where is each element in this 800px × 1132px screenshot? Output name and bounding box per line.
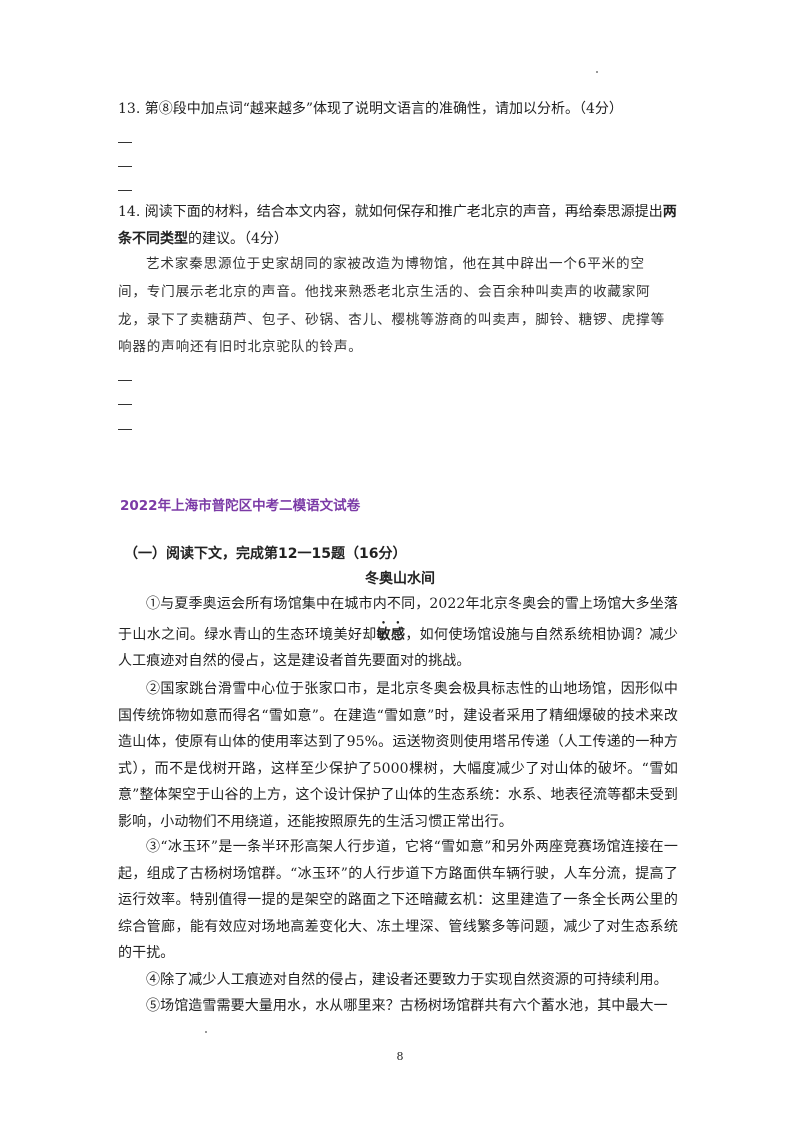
question-14-emphasis: 两: [662, 204, 677, 220]
reading-material: 艺术家秦思源位于史家胡同的家被改造为博物馆，他在其中辟出一个6平米的空间，专门展…: [118, 256, 665, 356]
section-heading: （一）阅读下文，完成第12一15题（16分）: [124, 546, 407, 562]
question-13: 13. 第⑧段中加点词“越来越多”体现了说明文语言的准确性，请加以分析。（4分）: [118, 101, 623, 117]
scan-speck: [596, 71, 598, 73]
answer-line: [118, 142, 132, 143]
question-14-text: 14. 阅读下面的材料，结合本文内容，就如何保存和推广老北京的声音，再给秦思源提…: [118, 204, 663, 220]
answer-line: [118, 166, 132, 167]
answer-line: [118, 380, 132, 381]
page-number: 8: [396, 1050, 404, 1063]
article-title: 冬奥山水间: [365, 571, 435, 587]
answer-line: [118, 404, 132, 405]
paragraph-3: ③“冰玉环”是一条半环形高架人行步道，它将“雪如意”和另外两座竞赛场馆连接在一起…: [118, 839, 678, 961]
exam-title: 2022年上海市普陀区中考二模语文试卷: [120, 498, 361, 514]
dotted-word: 敏感: [376, 626, 406, 643]
paragraph-5: ⑤场馆造雪需要大量用水，水从哪里来？古杨树场馆群共有六个蓄水池，其中最大一: [146, 998, 668, 1014]
question-14-line-2: 条不同类型的建议。（4分）: [118, 230, 288, 248]
scan-speck: [205, 1031, 207, 1033]
answer-line: [118, 429, 132, 430]
question-14-text: 的建议。（4分）: [188, 231, 288, 247]
paragraph-1: ①与夏季奥运会所有场馆集中在城市内不同，2022年北京冬奥会的雪上场馆大多坐落于…: [118, 591, 678, 675]
paragraph-text: ，如何使场馆设施与自然系统相协调？减少人工痕迹对自然的侵占，这是建设者首先要面对…: [118, 626, 678, 670]
paragraph-2: ②国家跳台滑雪中心位于张家口市，是北京冬奥会极具标志性的山地场馆，因形似中国传统…: [118, 681, 678, 830]
answer-line: [118, 190, 132, 191]
question-14-line-1: 14. 阅读下面的材料，结合本文内容，就如何保存和推广老北京的声音，再给秦思源提…: [118, 203, 677, 221]
paragraph-text: ①与夏季奥运会所有场馆集中在城市内不同，2022年北京冬奥会的雪上场馆大多坐落于…: [118, 596, 678, 643]
question-14-emphasis: 条不同类型: [118, 231, 188, 247]
paragraph-4: ④除了减少人工痕迹对自然的侵占，建设者还要致力于实现自然资源的可持续利用。: [146, 972, 668, 988]
